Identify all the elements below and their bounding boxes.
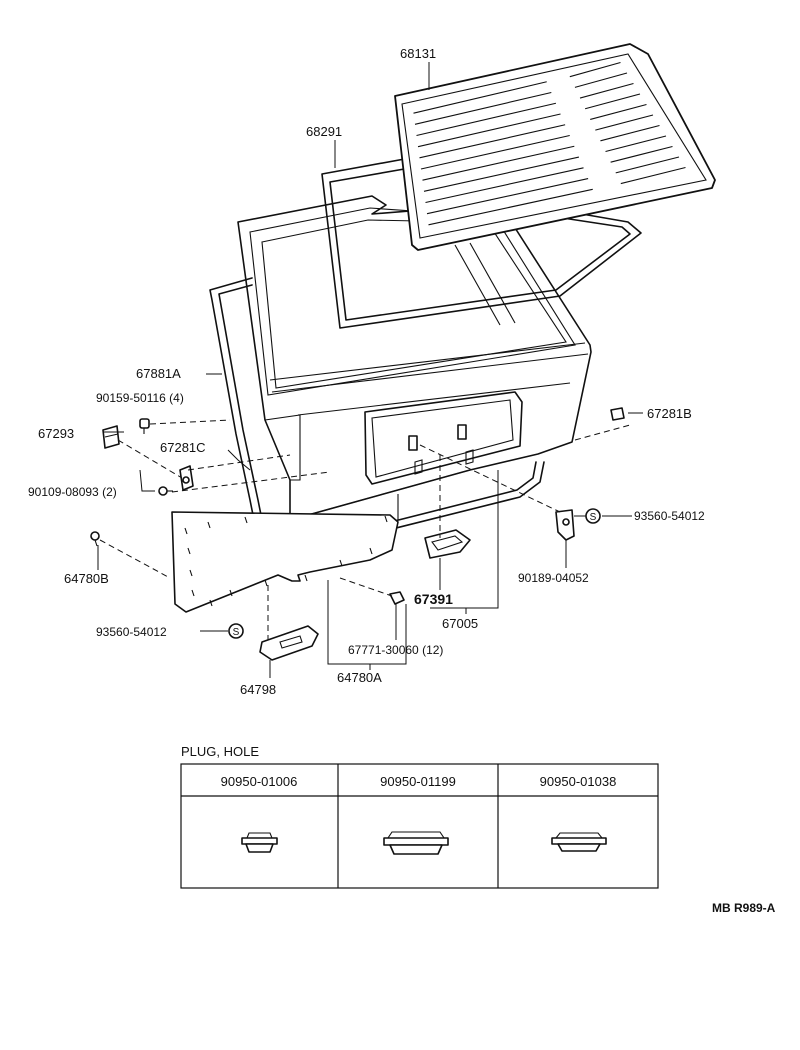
label-93560-54012-right: 93560-54012 xyxy=(634,509,705,523)
label-67771-30060: 67771-30060 (12) xyxy=(348,643,443,657)
plug-col-3: 90950-01038 xyxy=(540,774,617,789)
defogger-lines xyxy=(413,61,686,226)
label-67005: 67005 xyxy=(442,616,478,631)
label-90109-08093: 90109-08093 (2) xyxy=(28,485,117,499)
stopper-67281B xyxy=(610,407,625,421)
defogger-line xyxy=(416,102,557,137)
defogger-line xyxy=(595,114,654,131)
striker-90189-04052 xyxy=(555,509,575,541)
label-93560-54012-left: 93560-54012 xyxy=(96,625,167,639)
bracket-67293 xyxy=(102,425,120,449)
glass-weatherstrip-68291 xyxy=(321,157,642,329)
clip-67771-30060 xyxy=(389,591,405,605)
defogger-line xyxy=(590,103,647,120)
defogger-line xyxy=(425,167,584,204)
cover-64798 xyxy=(259,625,319,661)
defogger-line xyxy=(417,113,561,148)
back-door-glass-68131 xyxy=(394,43,716,251)
plug-hole-table: PLUG, HOLE 90950-01006 90950-01199 90950… xyxy=(180,744,659,889)
label-64780B: 64780B xyxy=(64,571,109,586)
label-67881A: 67881A xyxy=(136,366,181,381)
defogger-line xyxy=(423,156,580,192)
plug-icon-large xyxy=(383,831,449,855)
defogger-line xyxy=(413,81,547,114)
defogger-line xyxy=(422,145,575,181)
defogger-line xyxy=(615,156,680,174)
defogger-line xyxy=(569,61,621,78)
label-90189-04052: 90189-04052 xyxy=(518,571,589,585)
defogger-line xyxy=(419,124,566,159)
defogger-line xyxy=(610,145,673,163)
label-67281C: 67281C xyxy=(160,440,206,455)
defogger-line xyxy=(420,134,570,170)
s-marker-text: S xyxy=(233,627,240,638)
illustration-code: MB R989-A xyxy=(712,901,776,915)
s-marker-right: S xyxy=(585,508,601,524)
label-67391: 67391 xyxy=(414,591,453,607)
plug-icon-medium xyxy=(551,832,607,852)
defogger-line xyxy=(620,166,686,185)
back-door-panel xyxy=(237,195,592,521)
plug-col-1: 90950-01006 xyxy=(221,774,298,789)
leader-lines xyxy=(97,62,643,678)
bolt-90109-08093 xyxy=(158,486,173,496)
defogger-line xyxy=(605,135,667,153)
plug-col-2: 90950-01199 xyxy=(380,774,456,789)
s-marker-left: S xyxy=(228,623,244,639)
defogger-line xyxy=(574,72,628,88)
clip-64780B xyxy=(90,531,100,547)
s-marker-text: S xyxy=(590,512,597,523)
trim-board-64780A xyxy=(171,511,399,613)
bolt-90159-50116 xyxy=(139,418,150,434)
lock-67391 xyxy=(424,529,471,559)
defogger-line xyxy=(426,177,589,215)
label-67281B: 67281B xyxy=(647,406,692,421)
plug-icon-small xyxy=(241,832,278,853)
plug-table-title: PLUG, HOLE xyxy=(181,744,259,759)
label-64780A: 64780A xyxy=(337,670,382,685)
stopper-67281C xyxy=(179,465,194,491)
label-68131: 68131 xyxy=(400,46,436,61)
label-68291: 68291 xyxy=(306,124,342,139)
defogger-line xyxy=(579,82,634,99)
defogger-line xyxy=(414,91,552,125)
label-67293: 67293 xyxy=(38,426,74,441)
defogger-line xyxy=(428,188,593,226)
part-labels: 68131 68291 67881A 90159-50116 (4) 67293… xyxy=(28,46,705,697)
defogger-line xyxy=(600,124,660,142)
label-64798: 64798 xyxy=(240,682,276,697)
assembly-dashed-lines xyxy=(99,419,631,640)
defogger-line xyxy=(584,93,641,110)
label-90159-50116: 90159-50116 (4) xyxy=(96,391,184,405)
